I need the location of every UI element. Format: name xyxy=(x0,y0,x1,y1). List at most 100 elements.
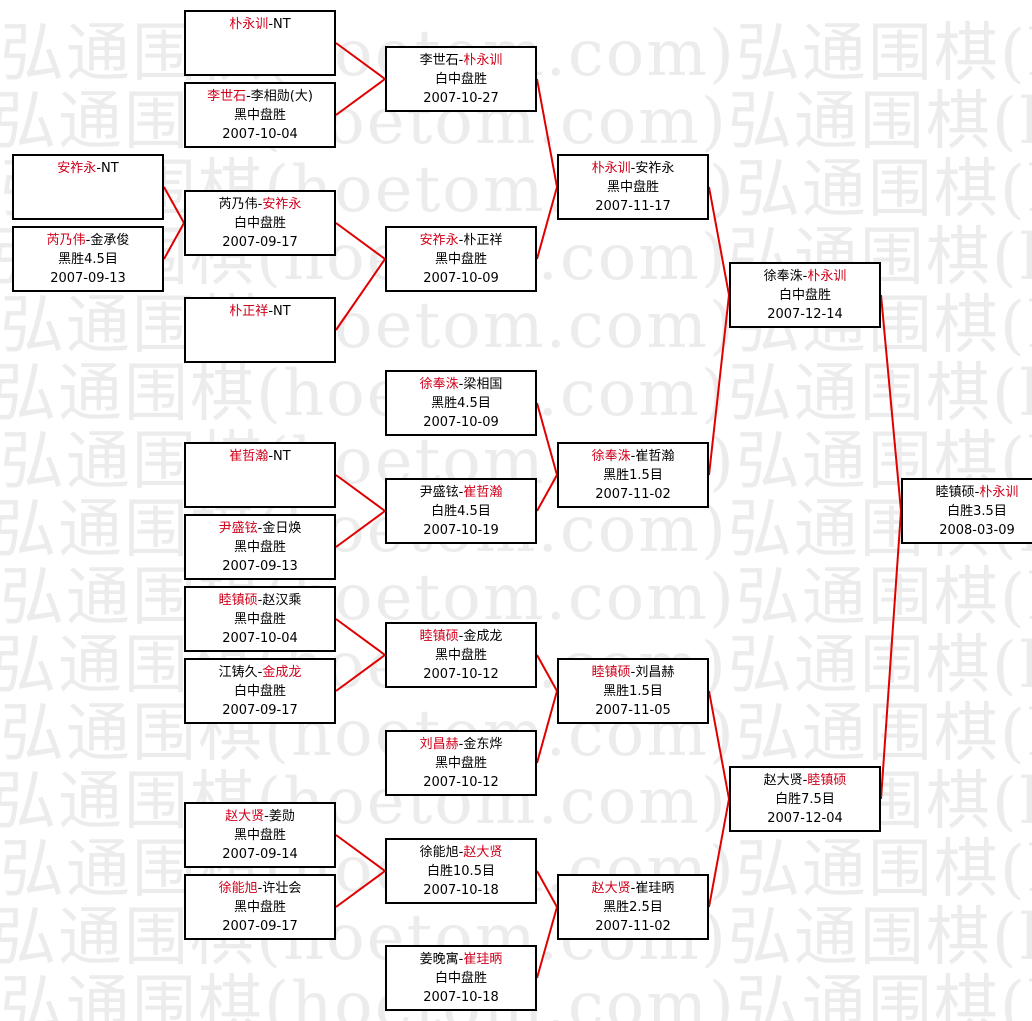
vs-dash: - xyxy=(974,485,980,500)
match-date: 2007-10-12 xyxy=(423,775,499,790)
match-result: 白中盘胜 xyxy=(778,288,831,303)
bracket-connector xyxy=(536,906,558,979)
player-b: 金承俊 xyxy=(90,233,130,248)
player-b: 崔哲瀚 xyxy=(463,485,503,500)
player-b: 金日焕 xyxy=(262,521,302,536)
match-players: 赵大贤-崔珪昞 xyxy=(559,879,707,898)
match-players: 安祚永-朴正祥 xyxy=(387,231,535,250)
match-date: 2007-09-13 xyxy=(50,271,126,286)
match-result: 黑中盘胜 xyxy=(233,540,286,555)
bracket-connector xyxy=(335,78,386,116)
match-date: 2007-10-18 xyxy=(423,990,499,1005)
player-b: 朴正祥 xyxy=(463,233,503,248)
player-b: 安祚永 xyxy=(262,197,302,212)
match-result: 黑中盘胜 xyxy=(233,108,286,123)
player-a: 安祚永 xyxy=(419,233,459,248)
vs-dash: - xyxy=(458,629,464,644)
match-date: 2007-10-04 xyxy=(222,631,298,646)
bracket-connector xyxy=(536,870,558,908)
bracket-connector xyxy=(335,510,386,548)
vs-dash: - xyxy=(264,809,269,824)
bracket-connector xyxy=(536,402,558,476)
player-b: 赵大贤 xyxy=(463,845,503,860)
match-players: 徐奉洙-梁相国 xyxy=(387,375,535,394)
match-result: 白胜7.5目 xyxy=(775,792,835,807)
player-b: NT xyxy=(273,304,291,319)
match-players: 江铸久-金成龙 xyxy=(186,663,334,682)
vs-dash: - xyxy=(458,952,464,967)
player-a: 刘昌赫 xyxy=(419,737,459,752)
match-date: 2007-09-17 xyxy=(222,919,298,934)
match-date: 2007-12-04 xyxy=(767,811,843,826)
player-a: 尹盛铉 xyxy=(419,485,459,500)
match-date: 2008-03-09 xyxy=(939,523,1015,538)
vs-dash: - xyxy=(630,881,636,896)
vs-dash: - xyxy=(257,593,263,608)
bracket-connector xyxy=(335,654,386,692)
vs-dash: - xyxy=(630,665,636,680)
match-players: 朴永训-NT xyxy=(186,15,334,34)
bracket-connector xyxy=(880,510,902,800)
vs-dash: - xyxy=(268,304,274,319)
match-date: 2007-10-09 xyxy=(423,415,499,430)
player-b: 崔珪昞 xyxy=(463,952,503,967)
bracket-connector xyxy=(708,186,730,296)
vs-dash: - xyxy=(257,665,263,680)
player-b: 梁相国 xyxy=(463,377,503,392)
bracket-connector xyxy=(335,222,386,260)
player-a: 朴永训 xyxy=(229,17,269,32)
player-a: 睦镇硕 xyxy=(419,629,459,644)
match-box: 安祚永-NT xyxy=(12,154,164,220)
match-players: 睦镇硕-金成龙 xyxy=(387,627,535,646)
player-a: 芮乃伟 xyxy=(46,233,86,248)
match-result: 黑中盘胜 xyxy=(606,180,659,195)
vs-dash: - xyxy=(85,233,91,248)
match-players: 李世石-朴永训 xyxy=(387,51,535,70)
bracket-connector xyxy=(163,186,185,224)
match-players: 睦镇硕-刘昌赫 xyxy=(559,663,707,682)
match-date: 2007-11-05 xyxy=(595,703,671,718)
match-box: 朴永训-NT xyxy=(184,10,336,76)
player-a: 崔哲瀚 xyxy=(229,449,269,464)
bracket-connector xyxy=(708,294,730,476)
match-date: 2007-10-04 xyxy=(222,127,298,142)
bracket-connector xyxy=(536,474,558,512)
player-a: 尹盛铉 xyxy=(218,521,258,536)
vs-dash: - xyxy=(802,269,808,284)
vs-dash: - xyxy=(96,161,102,176)
player-b: 金东烨 xyxy=(463,737,503,752)
vs-dash: - xyxy=(257,881,263,896)
vs-dash: - xyxy=(257,197,263,212)
match-result: 黑中盘胜 xyxy=(233,612,286,627)
player-a: 朴永训 xyxy=(591,161,631,176)
player-b: 金成龙 xyxy=(262,665,302,680)
vs-dash: - xyxy=(268,17,274,32)
match-box: 崔哲瀚-NT xyxy=(184,442,336,508)
vs-dash: - xyxy=(630,449,636,464)
match-date: 2007-12-14 xyxy=(767,307,843,322)
player-b: 朴永训 xyxy=(979,485,1019,500)
match-date: 2007-09-17 xyxy=(222,235,298,250)
vs-dash: - xyxy=(458,845,464,860)
player-b: 姜勋 xyxy=(268,809,295,824)
bracket-connector xyxy=(536,690,558,764)
bracket-connector xyxy=(335,258,386,331)
match-result: 黑胜1.5目 xyxy=(603,684,663,699)
player-b: 金成龙 xyxy=(463,629,503,644)
match-result: 黑中盘胜 xyxy=(434,756,487,771)
match-date: 2007-09-14 xyxy=(222,847,298,862)
player-b: 安祚永 xyxy=(635,161,675,176)
match-result: 黑胜4.5目 xyxy=(431,396,491,411)
